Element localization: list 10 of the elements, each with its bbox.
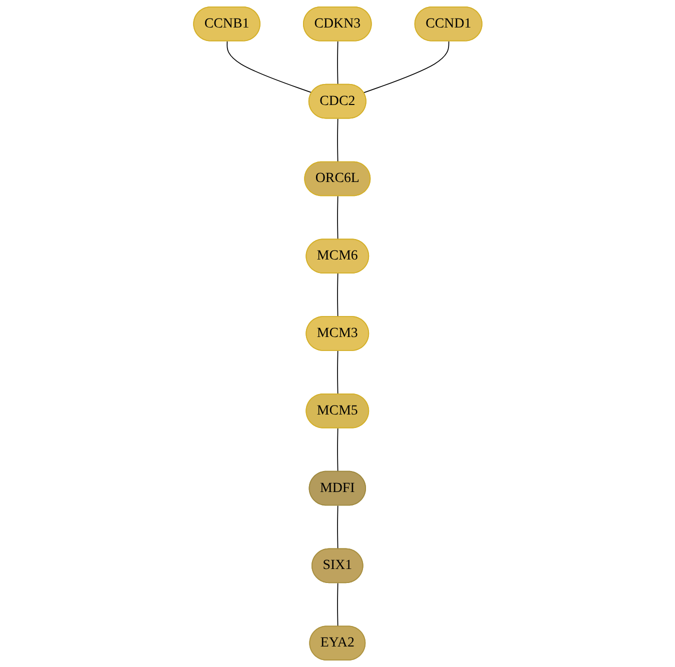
connector: [336, 40, 338, 86]
connector: [336, 350, 338, 395]
connector: [363, 40, 449, 94]
connector: [226, 40, 312, 94]
connector: [336, 428, 338, 472]
connector: [336, 505, 338, 550]
connector: [336, 118, 338, 163]
connector: [336, 582, 338, 627]
connector: [336, 196, 338, 240]
connector: [336, 273, 338, 318]
